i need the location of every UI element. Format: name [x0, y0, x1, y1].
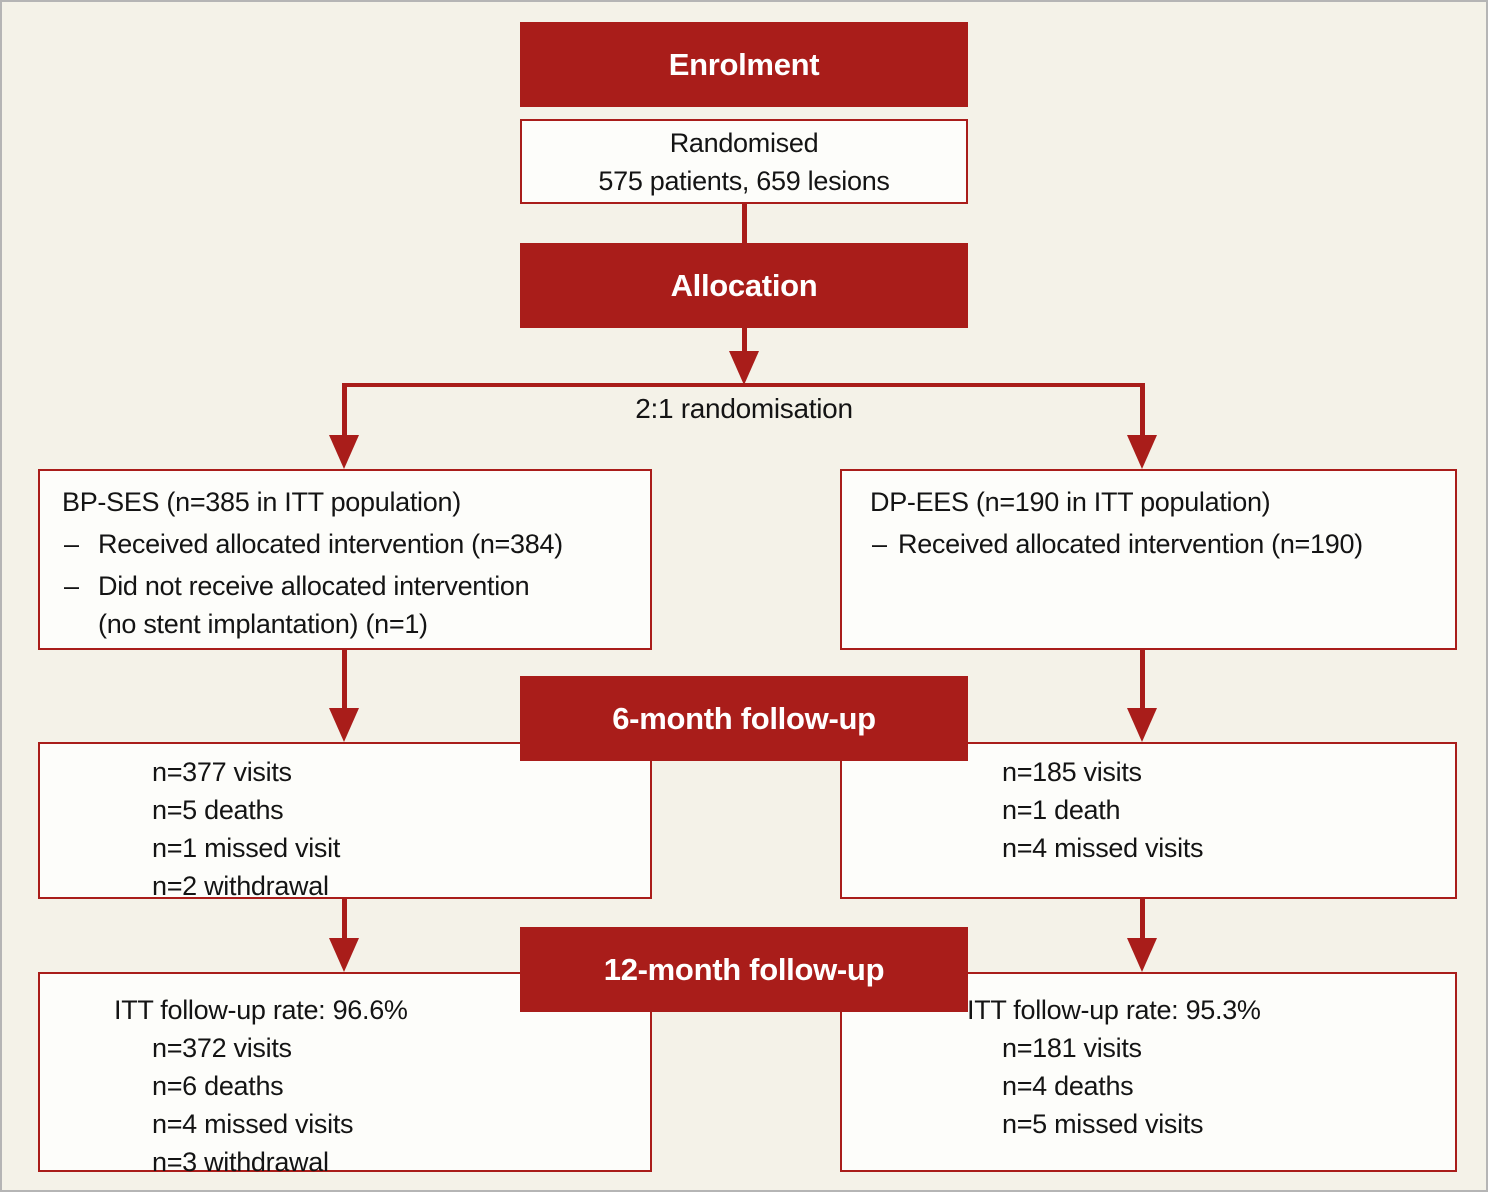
dpees-6m-line1: n=185 visits [1002, 757, 1142, 787]
bpses-6m-line2: n=5 deaths [152, 795, 284, 825]
bpses-bullet2-line2: (no stent implantation) (n=1) [98, 609, 428, 639]
branch-label: 2:1 randomisation [635, 393, 853, 424]
dpees-bullet1-text: Received allocated intervention (n=190) [898, 529, 1363, 559]
dpees-allocation-box: DP-EES (n=190 in ITT population) – Recei… [840, 469, 1457, 650]
bpses-12m-line1: n=372 visits [152, 1033, 292, 1063]
connector-allocation-stem [742, 328, 747, 352]
randomised-line2: 575 patients, 659 lesions [598, 165, 890, 196]
branch-right-stem [1140, 383, 1145, 436]
arrowhead-right-6m [1127, 708, 1157, 742]
left-stem-to-12m [342, 898, 347, 939]
followup6-banner-label: 6-month follow-up [612, 700, 876, 736]
followup12-banner: 12-month follow-up [520, 927, 968, 1012]
bpses-12m-line3: n=4 missed visits [152, 1109, 354, 1139]
dpees-12m-line2: n=4 deaths [1002, 1071, 1134, 1101]
bpses-6m-line3: n=1 missed visit [152, 833, 341, 863]
bpses-bullet2-line1: Did not receive allocated intervention [98, 571, 530, 601]
arrowhead-left-6m [329, 708, 359, 742]
bpses-6m-lines: n=377 visits n=5 deaths n=1 missed visit… [152, 753, 340, 905]
connector-randomised-to-allocation [742, 202, 747, 244]
bullet-dash: – [64, 571, 79, 601]
dpees-12m-lines: n=181 visits n=4 deaths n=5 missed visit… [1002, 1029, 1204, 1143]
arrowhead-allocation [729, 351, 759, 385]
bpses-12m-line4: n=3 withdrawal [152, 1147, 329, 1177]
branch-left-stem [342, 383, 347, 436]
bpses-6m-line4: n=2 withdrawal [152, 871, 329, 901]
bpses-bullet1: – Received allocated intervention (n=384… [62, 525, 632, 563]
bpses-12m-line2: n=6 deaths [152, 1071, 284, 1101]
allocation-banner: Allocation [520, 243, 968, 328]
bpses-allocation-box: BP-SES (n=385 in ITT population) – Recei… [38, 469, 652, 650]
bullet-dash: – [872, 529, 887, 559]
dpees-6m-box: n=185 visits n=1 death n=4 missed visits [840, 742, 1457, 899]
dpees-title: DP-EES (n=190 in ITT population) [870, 487, 1271, 517]
right-stem-to-6m [1140, 648, 1145, 709]
bpses-title: BP-SES (n=385 in ITT population) [62, 487, 461, 517]
dpees-6m-line3: n=4 missed visits [1002, 833, 1204, 863]
enrolment-banner: Enrolment [520, 22, 968, 107]
dpees-bullet1: – Received allocated intervention (n=190… [870, 525, 1437, 563]
bpses-6m-line1: n=377 visits [152, 757, 292, 787]
dpees-6m-line2: n=1 death [1002, 795, 1121, 825]
dpees-12m-rate: ITT follow-up rate: 95.3% [967, 995, 1261, 1025]
bpses-bullet1-text: Received allocated intervention (n=384) [98, 529, 563, 559]
arrowhead-right-12m [1127, 938, 1157, 972]
enrolment-banner-label: Enrolment [668, 46, 820, 82]
allocation-banner-label: Allocation [670, 267, 818, 303]
right-stem-to-12m [1140, 898, 1145, 939]
randomised-line1: Randomised [669, 127, 819, 158]
dpees-6m-lines: n=185 visits n=1 death n=4 missed visits [1002, 753, 1204, 867]
bpses-12m-rate: ITT follow-up rate: 96.6% [114, 995, 408, 1025]
followup12-banner-label: 12-month follow-up [603, 951, 885, 987]
branch-line [342, 383, 1145, 387]
bullet-dash: – [64, 529, 79, 559]
randomised-box: Randomised 575 patients, 659 lesions [520, 119, 968, 204]
arrowhead-branch-right [1127, 435, 1157, 469]
bpses-6m-box: n=377 visits n=5 deaths n=1 missed visit… [38, 742, 652, 901]
dpees-12m-line3: n=5 missed visits [1002, 1109, 1204, 1139]
bpses-bullet2: – Did not receive allocated intervention… [62, 567, 632, 643]
left-stem-to-6m [342, 648, 347, 709]
bpses-12m-lines: n=372 visits n=6 deaths n=4 missed visit… [152, 1029, 354, 1181]
dpees-12m-line1: n=181 visits [1002, 1033, 1142, 1063]
followup6-banner: 6-month follow-up [520, 676, 968, 761]
arrowhead-left-12m [329, 938, 359, 972]
arrowhead-branch-left [329, 435, 359, 469]
